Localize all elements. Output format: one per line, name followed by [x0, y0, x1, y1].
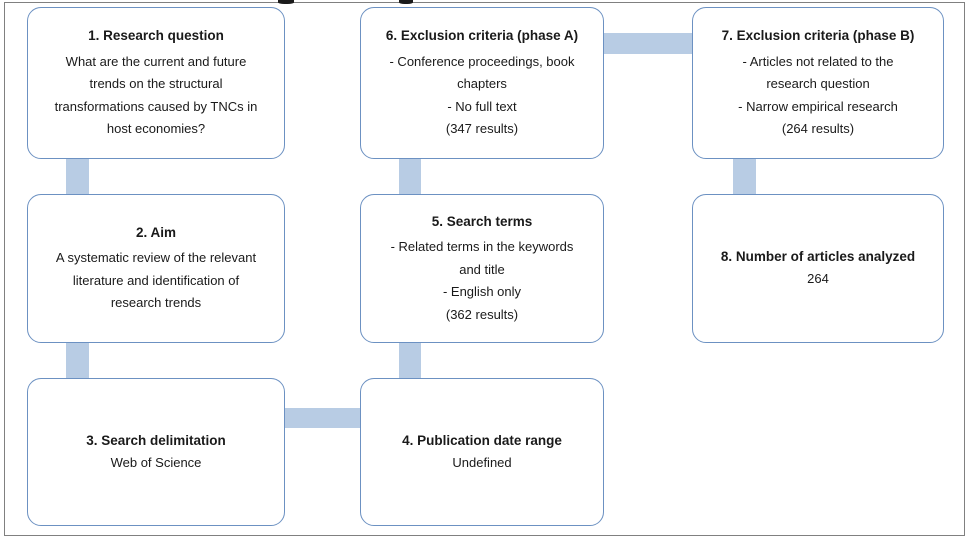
flowbox-line: Undefined — [452, 454, 512, 470]
flowbox-line: and title — [459, 261, 505, 277]
flowbox-publication-date-range[interactable]: 4. Publication date range Undefined — [360, 378, 604, 526]
flowbox-line: - Related terms in the keywords — [390, 239, 574, 255]
flowbox-search-terms[interactable]: 5. Search terms - Related terms in the k… — [360, 194, 604, 343]
flowbox-exclusion-criteria-phase-a[interactable]: 6. Exclusion criteria (phase A) - Confer… — [360, 7, 604, 159]
flowbox-line: chapters — [457, 76, 507, 92]
flowbox-heading: 8. Number of articles analyzed — [720, 249, 916, 265]
flowbox-line: - English only — [442, 284, 522, 300]
flowbox-exclusion-criteria-phase-b[interactable]: 7. Exclusion criteria (phase B) - Articl… — [692, 7, 944, 159]
flowbox-line: (347 results) — [445, 121, 519, 137]
flowbox-line: (362 results) — [445, 306, 519, 322]
flowbox-heading: 5. Search terms — [431, 213, 533, 229]
flowbox-heading: 6. Exclusion criteria (phase A) — [385, 28, 579, 44]
flowbox-line: - Conference proceedings, book — [389, 53, 575, 69]
flowbox-line: research trends — [110, 295, 202, 311]
connector-3-to-4 — [272, 408, 372, 428]
flowbox-line: research question — [766, 76, 870, 92]
connector-7-to-8 — [733, 156, 756, 197]
flowbox-heading: 4. Publication date range — [402, 432, 562, 448]
flowbox-line: Web of Science — [110, 454, 202, 470]
flowbox-number-of-articles-analyzed[interactable]: 8. Number of articles analyzed 264 — [692, 194, 944, 343]
flowbox-line: - Articles not related to the — [742, 53, 894, 69]
title-sliver-left — [278, 0, 294, 4]
title-sliver-right — [399, 0, 413, 4]
flowbox-line: literature and identification of — [72, 272, 240, 288]
flowbox-heading: 7. Exclusion criteria (phase B) — [721, 28, 915, 44]
connector-5-to-6 — [399, 156, 421, 197]
flowbox-line: - No full text — [447, 98, 517, 114]
flowbox-line: - Narrow empirical research — [738, 98, 898, 114]
flowbox-line: A systematic review of the relevant — [55, 250, 257, 266]
connector-6-to-7 — [603, 33, 704, 54]
flowbox-line: transformations caused by TNCs in — [54, 98, 258, 114]
flowbox-line: (264 results) — [781, 121, 855, 137]
flowbox-line: 264 — [807, 271, 829, 287]
flowbox-line: host economies? — [106, 121, 206, 137]
flowbox-line: What are the current and future — [65, 53, 247, 69]
flowbox-research-question[interactable]: 1. Research question What are the curren… — [27, 7, 285, 159]
flowbox-heading: 2. Aim — [135, 225, 176, 241]
flowbox-heading: 3. Search delimitation — [86, 432, 226, 448]
connector-2-to-3 — [66, 340, 89, 381]
flowbox-aim[interactable]: 2. Aim A systematic review of the releva… — [27, 194, 285, 343]
flowbox-heading: 1. Research question — [88, 28, 224, 44]
flowbox-search-delimitation[interactable]: 3. Search delimitation Web of Science — [27, 378, 285, 526]
connector-1-to-2 — [66, 156, 89, 197]
connector-4-to-5 — [399, 340, 421, 381]
flowbox-line: trends on the structural — [89, 76, 223, 92]
